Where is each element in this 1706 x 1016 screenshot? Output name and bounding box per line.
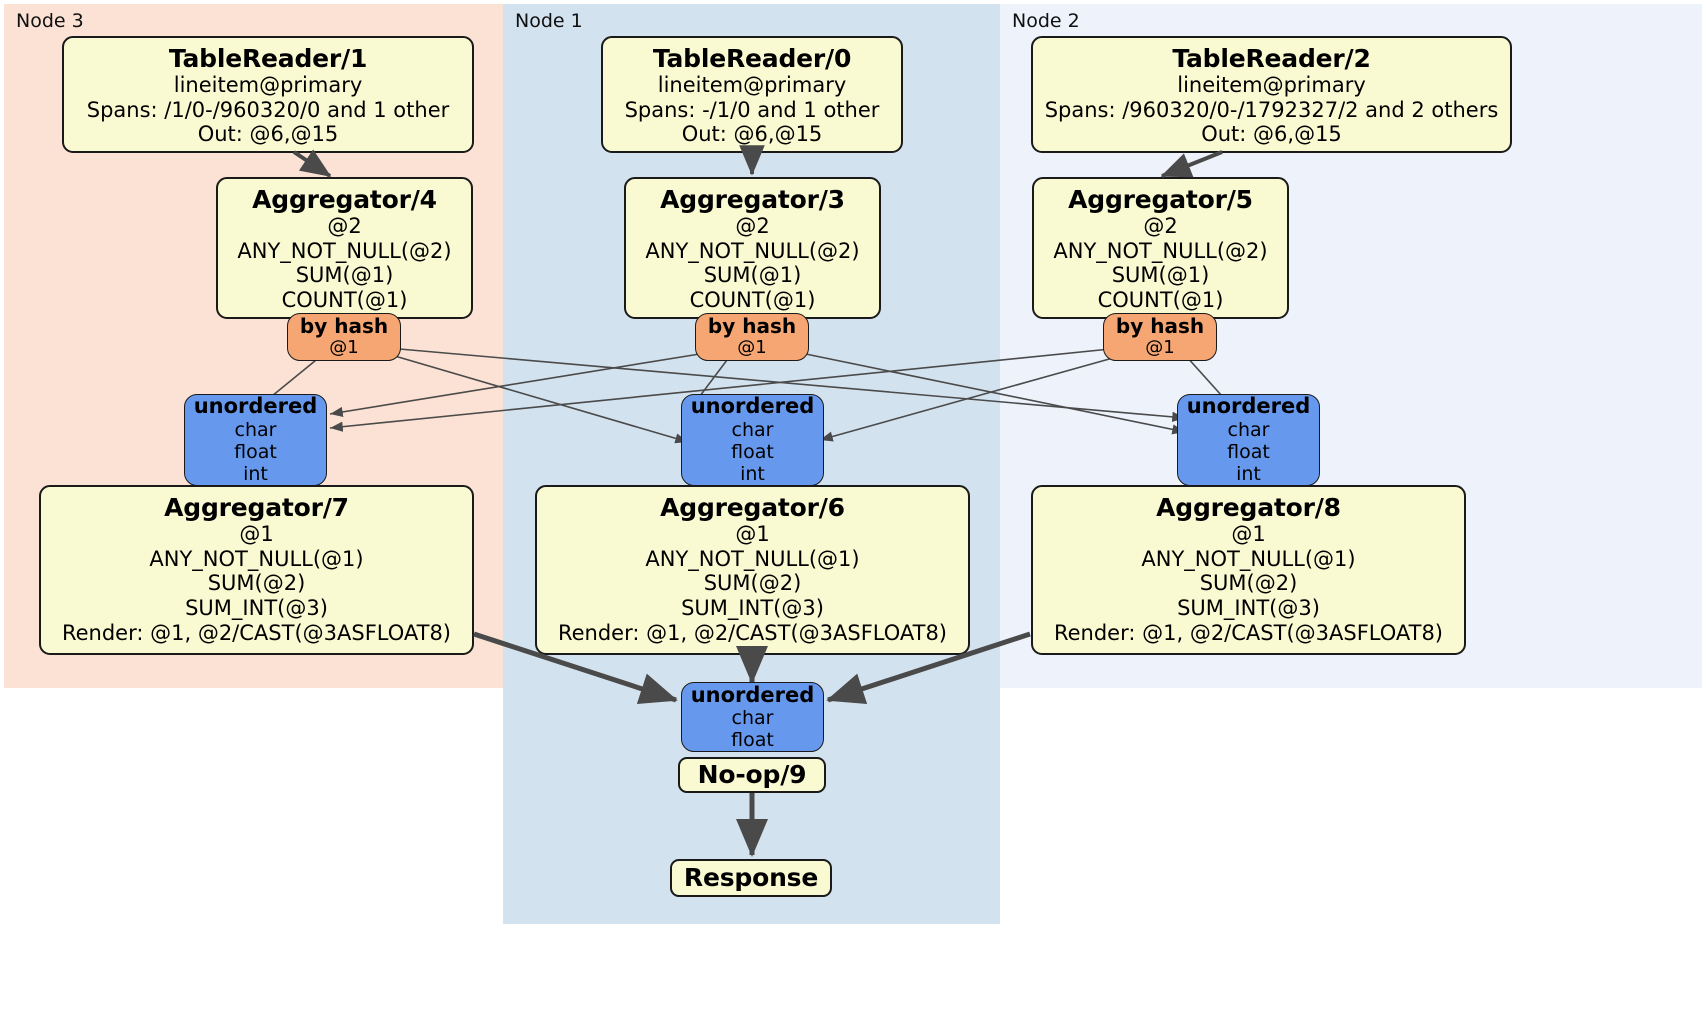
router-line: @1 — [329, 337, 359, 359]
synchronizer-line: float — [234, 441, 277, 464]
synchronizer-line: char — [1227, 418, 1270, 441]
processor-response[interactable]: Response — [670, 859, 832, 897]
router-by-hash-middle[interactable]: by hash @1 — [695, 313, 809, 361]
processor-line: @1 — [239, 522, 274, 547]
processor-aggregator-3[interactable]: Aggregator/3 @2 ANY_NOT_NULL(@2) SUM(@1)… — [624, 177, 881, 319]
processor-line: Out: @6,@15 — [197, 122, 339, 147]
processor-line: SUM(@2) — [1199, 571, 1298, 596]
synchronizer-line: char — [731, 707, 774, 730]
processor-line: lineitem@primary — [657, 73, 847, 98]
processor-aggregator-8[interactable]: Aggregator/8 @1 ANY_NOT_NULL(@1) SUM(@2)… — [1031, 485, 1466, 655]
processor-title: TableReader/2 — [1172, 44, 1371, 73]
processor-line: @2 — [1143, 214, 1178, 239]
processor-table-reader-2[interactable]: TableReader/2 lineitem@primary Spans: /9… — [1031, 36, 1512, 153]
processor-title: Aggregator/7 — [164, 493, 349, 522]
processor-line: ANY_NOT_NULL(@1) — [149, 546, 364, 571]
processor-line: @2 — [735, 214, 770, 239]
processor-aggregator-6[interactable]: Aggregator/6 @1 ANY_NOT_NULL(@1) SUM(@2)… — [535, 485, 970, 655]
processor-line: SUM(@1) — [1111, 263, 1210, 288]
processor-aggregator-5[interactable]: Aggregator/5 @2 ANY_NOT_NULL(@2) SUM(@1)… — [1032, 177, 1289, 319]
processor-line: ANY_NOT_NULL(@2) — [645, 238, 860, 263]
processor-title: Response — [683, 863, 819, 893]
router-title: by hash — [1115, 314, 1205, 339]
processor-line: Render: @1, @2/CAST(@3ASFLOAT8) — [1053, 620, 1444, 645]
processor-line: COUNT(@1) — [689, 287, 816, 312]
processor-aggregator-7[interactable]: Aggregator/7 @1 ANY_NOT_NULL(@1) SUM(@2)… — [39, 485, 474, 655]
router-line: @1 — [1145, 337, 1175, 359]
processor-title: Aggregator/3 — [660, 185, 845, 214]
processor-title: Aggregator/5 — [1068, 185, 1253, 214]
processor-line: Render: @1, @2/CAST(@3ASFLOAT8) — [61, 620, 452, 645]
synchronizer-unordered-final[interactable]: unordered char float — [681, 682, 824, 752]
processor-line: lineitem@primary — [173, 73, 363, 98]
processor-line: SUM(@1) — [295, 263, 394, 288]
processor-aggregator-4[interactable]: Aggregator/4 @2 ANY_NOT_NULL(@2) SUM(@1)… — [216, 177, 473, 319]
synchronizer-line: float — [731, 441, 774, 464]
panel-node-3-label: Node 3 — [16, 10, 84, 32]
panel-node-2-label: Node 2 — [1012, 10, 1080, 32]
processor-line: Out: @6,@15 — [681, 122, 823, 147]
processor-line: SUM(@2) — [207, 571, 306, 596]
synchronizer-line: char — [731, 418, 774, 441]
synchronizer-title: unordered — [1186, 394, 1311, 419]
router-by-hash-right[interactable]: by hash @1 — [1103, 313, 1217, 361]
synchronizer-unordered-right[interactable]: unordered char float int — [1177, 394, 1320, 486]
processor-line: ANY_NOT_NULL(@2) — [237, 238, 452, 263]
processor-title: Aggregator/4 — [252, 185, 437, 214]
processor-title: Aggregator/6 — [660, 493, 845, 522]
router-by-hash-left[interactable]: by hash @1 — [287, 313, 401, 361]
processor-line: @1 — [1231, 522, 1266, 547]
router-line: @1 — [737, 337, 767, 359]
processor-line: ANY_NOT_NULL(@2) — [1053, 238, 1268, 263]
router-title: by hash — [707, 314, 797, 339]
synchronizer-line: float — [1227, 441, 1270, 464]
processor-line: SUM_INT(@3) — [1177, 595, 1320, 620]
processor-line: lineitem@primary — [1177, 73, 1366, 98]
processor-title: TableReader/0 — [652, 44, 852, 73]
processor-line: COUNT(@1) — [1097, 287, 1224, 312]
processor-line: Spans: /1/0-/960320/0 and 1 other — [86, 97, 450, 122]
synchronizer-line: int — [1236, 463, 1261, 486]
synchronizer-title: unordered — [690, 394, 815, 419]
synchronizer-line: int — [243, 463, 268, 486]
synchronizer-unordered-left[interactable]: unordered char float int — [184, 394, 327, 486]
processor-line: Spans: -/1/0 and 1 other — [624, 97, 880, 122]
processor-line: SUM_INT(@3) — [185, 595, 328, 620]
processor-title: Aggregator/8 — [1156, 493, 1341, 522]
processor-line: SUM(@1) — [703, 263, 802, 288]
processor-line: Out: @6,@15 — [1201, 122, 1342, 147]
processor-line: SUM_INT(@3) — [681, 595, 824, 620]
processor-line: @2 — [327, 214, 362, 239]
processor-line: ANY_NOT_NULL(@1) — [645, 546, 860, 571]
synchronizer-line: int — [740, 463, 765, 486]
processor-line: Spans: /960320/0-/1792327/2 and 2 others — [1044, 97, 1499, 122]
router-title: by hash — [299, 314, 389, 339]
processor-title: No-op/9 — [697, 760, 807, 790]
synchronizer-unordered-middle[interactable]: unordered char float int — [681, 394, 824, 486]
synchronizer-title: unordered — [690, 682, 815, 707]
synchronizer-line: char — [234, 418, 277, 441]
processor-line: ANY_NOT_NULL(@1) — [1141, 546, 1356, 571]
processor-line: Render: @1, @2/CAST(@3ASFLOAT8) — [557, 620, 948, 645]
processor-line: @1 — [735, 522, 770, 547]
processor-table-reader-1[interactable]: TableReader/1 lineitem@primary Spans: /1… — [62, 36, 474, 153]
synchronizer-line: float — [731, 729, 774, 752]
processor-line: SUM(@2) — [703, 571, 802, 596]
processor-title: TableReader/1 — [168, 44, 368, 73]
processor-table-reader-0[interactable]: TableReader/0 lineitem@primary Spans: -/… — [601, 36, 903, 153]
synchronizer-title: unordered — [193, 394, 318, 419]
processor-noop-9[interactable]: No-op/9 — [678, 757, 826, 793]
processor-line: COUNT(@1) — [281, 287, 408, 312]
panel-node-1-label: Node 1 — [515, 10, 583, 32]
